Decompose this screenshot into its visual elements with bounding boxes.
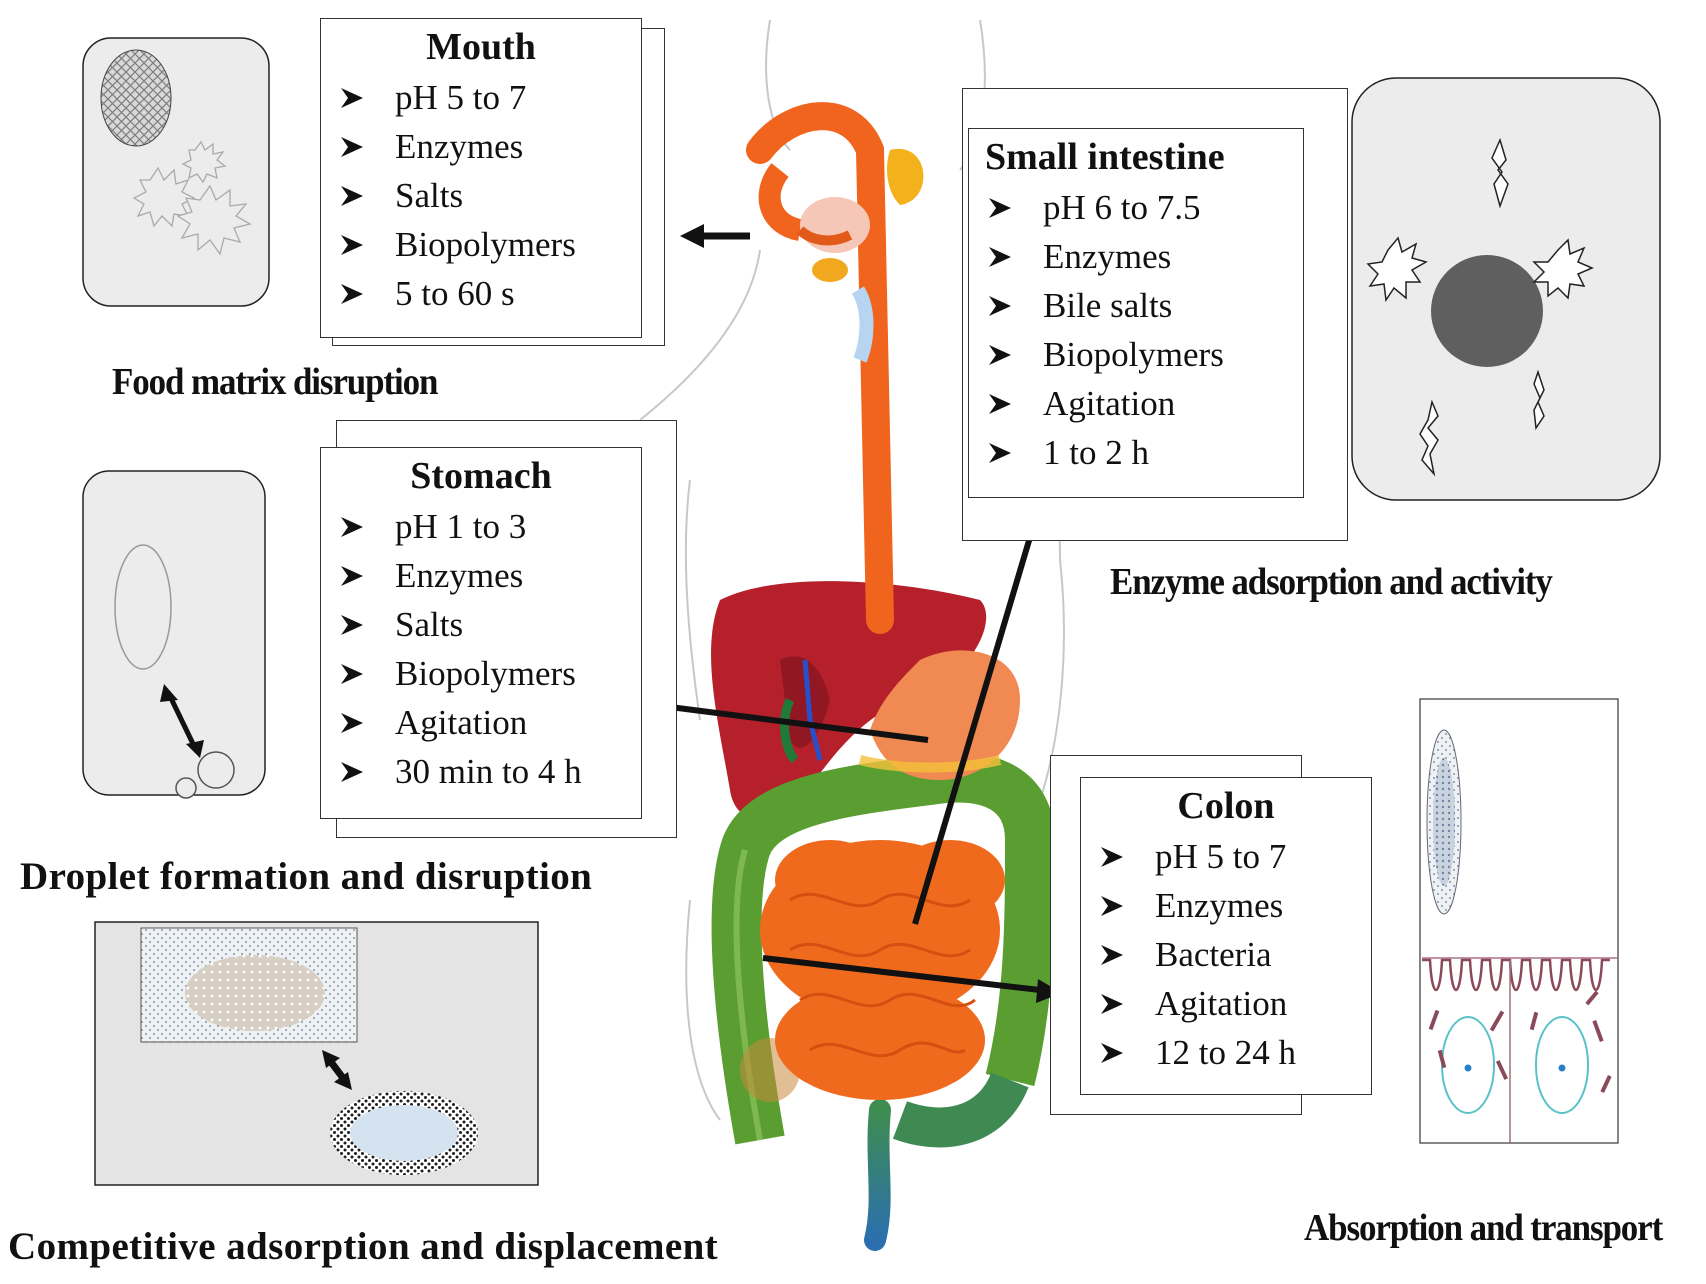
arrowhead-bullet-icon [989, 197, 1011, 218]
colon-conditions-list: pH 5 to 7 Enzymes Bacteria Agitation 12 … [1081, 832, 1371, 1077]
list-item: pH 1 to 3 [339, 502, 641, 551]
stomach-conditions-list: pH 1 to 3 Enzymes Salts Biopolymers Agit… [321, 502, 641, 796]
food-matrix-panel [82, 37, 270, 307]
arrowhead-bullet-icon [989, 393, 1011, 414]
list-item: Biopolymers [339, 220, 641, 269]
list-item: Biopolymers [339, 649, 641, 698]
mouth-conditions-list: pH 5 to 7 Enzymes Salts Biopolymers 5 to… [321, 73, 641, 318]
list-item: Enzymes [339, 122, 641, 171]
arrowhead-bullet-icon [341, 136, 363, 157]
small-intestine-conditions-list: pH 6 to 7.5 Enzymes Bile salts Biopolyme… [969, 183, 1303, 477]
arrowhead-bullet-icon [341, 761, 363, 782]
arrowhead-bullet-icon [341, 663, 363, 684]
arrowhead-bullet-icon [341, 516, 363, 537]
competitive-adsorption-panel [94, 921, 539, 1186]
arrowhead-bullet-icon [989, 246, 1011, 267]
absorption-panel [1419, 698, 1619, 1144]
arrowhead-bullet-icon [1101, 846, 1123, 867]
small-intestine-organ [760, 840, 1005, 1100]
arrowhead-bullet-icon [1101, 1042, 1123, 1063]
arrowhead-bullet-icon [341, 565, 363, 586]
list-item: 1 to 2 h [987, 428, 1303, 477]
large-intestine-organ [711, 752, 1055, 1251]
list-item: pH 5 to 7 [1099, 832, 1371, 881]
arrowhead-bullet-icon [341, 712, 363, 733]
caption-enzyme: Enzyme adsorption and activity [1110, 561, 1553, 603]
colon-info-panel: Colon pH 5 to 7 Enzymes Bacteria Agitati… [1050, 755, 1376, 1117]
list-item: Bile salts [987, 281, 1303, 330]
small-intestine-heading: Small intestine [985, 136, 1225, 178]
list-item: 12 to 24 h [1099, 1028, 1371, 1077]
arrowhead-bullet-icon [1101, 895, 1123, 916]
liver-organ [711, 581, 987, 820]
caption-droplet: Droplet formation and disruption [20, 855, 593, 898]
list-item: Enzymes [339, 551, 641, 600]
list-item: Agitation [1099, 979, 1371, 1028]
list-item: Agitation [339, 698, 641, 747]
arrowhead-bullet-icon [989, 295, 1011, 316]
caption-competitive: Competitive adsorption and displacement [8, 1225, 719, 1268]
list-item: pH 6 to 7.5 [987, 183, 1303, 232]
list-item: Enzymes [1099, 881, 1371, 930]
arrowhead-bullet-icon [341, 614, 363, 635]
small-intestine-info-panel: Small intestine pH 6 to 7.5 Enzymes Bile… [962, 88, 1352, 544]
mouth-info-panel: Mouth pH 5 to 7 Enzymes Salts Biopolymer… [320, 18, 670, 348]
arrowhead-bullet-icon [1101, 993, 1123, 1014]
stomach-heading: Stomach [410, 455, 552, 497]
colon-heading: Colon [1177, 785, 1275, 827]
list-item: Bacteria [1099, 930, 1371, 979]
list-item: Enzymes [987, 232, 1303, 281]
list-item: 5 to 60 s [339, 269, 641, 318]
arrowhead-bullet-icon [341, 283, 363, 304]
arrowhead-bullet-icon [989, 442, 1011, 463]
droplet-panel [82, 470, 266, 799]
arrowhead-bullet-icon [341, 234, 363, 255]
arrowhead-bullet-icon [341, 87, 363, 108]
caption-food-matrix: Food matrix disruption [112, 361, 438, 403]
stomach-info-panel: Stomach pH 1 to 3 Enzymes Salts Biopolym… [320, 420, 680, 840]
list-item: Salts [339, 600, 641, 649]
list-item: Agitation [987, 379, 1303, 428]
enzyme-adsorption-panel [1351, 77, 1661, 501]
mouth-heading: Mouth [426, 26, 536, 68]
stomach-organ [870, 650, 1020, 780]
caption-absorption: Absorption and transport [1304, 1207, 1663, 1249]
arrowhead-bullet-icon [1101, 944, 1123, 965]
arrowhead-bullet-icon [341, 185, 363, 206]
list-item: pH 5 to 7 [339, 73, 641, 122]
arrowhead-bullet-icon [989, 344, 1011, 365]
list-item: 30 min to 4 h [339, 747, 641, 796]
esophagus-organ [746, 102, 924, 634]
list-item: Biopolymers [987, 330, 1303, 379]
list-item: Salts [339, 171, 641, 220]
